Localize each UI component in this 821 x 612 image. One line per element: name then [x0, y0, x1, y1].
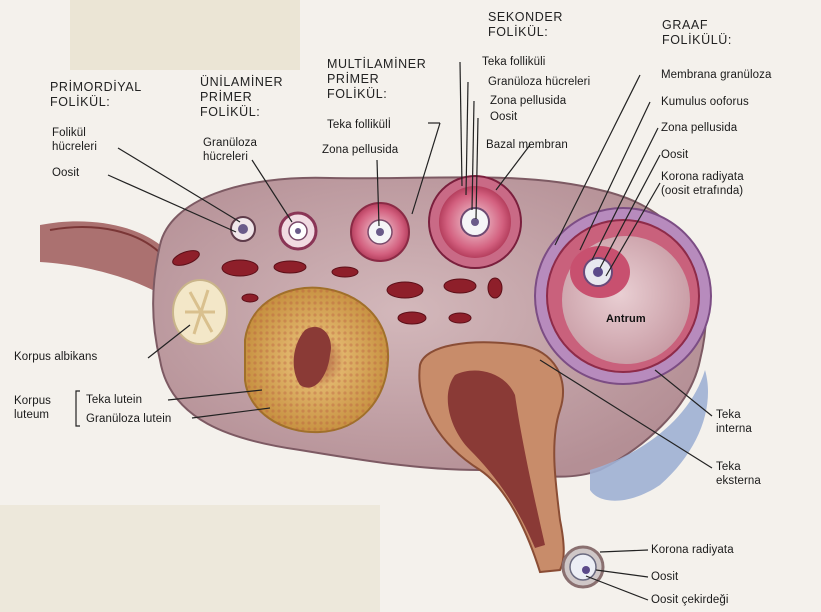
- label-granulosa-lutein: Granüloza lutein: [86, 412, 171, 426]
- label-membrana-granulosa: Membrana granüloza: [661, 68, 771, 82]
- label-oocyte-nucleus: Oosit çekirdeği: [651, 593, 729, 607]
- label-zona-pellucida-multilaminar: Zona pellusida: [322, 143, 398, 157]
- label-granulosa-cells-secondary: Granüloza hücreleri: [488, 75, 590, 89]
- label-corpus-albicans: Korpus albikans: [14, 350, 97, 364]
- label-theca-lutein: Teka lutein: [86, 393, 142, 407]
- label-follicle-cells: Folikül hücreleri: [52, 126, 97, 154]
- label-zona-pellucida-graafian: Zona pellusida: [661, 121, 737, 135]
- label-basal-membrane: Bazal membran: [486, 138, 568, 152]
- label-corona-radiata-graafian: Korona radiyata (oosit etrafında): [661, 170, 744, 198]
- heading-unilaminar-primary-follicle: ÜNİLAMİNER PRİMER FOLİKÜL:: [200, 75, 283, 120]
- label-antrum: Antrum: [606, 312, 646, 326]
- label-granulosa-cells: Granüloza hücreleri: [203, 136, 257, 164]
- label-theca-externa: Teka eksterna: [716, 460, 761, 488]
- label-theca-interna: Teka interna: [716, 408, 752, 436]
- heading-secondary-follicle: SEKONDER FOLİKÜL:: [488, 10, 563, 40]
- label-oocyte-ovulated: Oosit: [651, 570, 678, 584]
- label-zona-pellucida-secondary: Zona pellusida: [490, 94, 566, 108]
- label-theca-folliculi-secondary: Teka folliküli: [482, 55, 545, 69]
- heading-primordial-follicle: PRİMORDİYAL FOLİKÜL:: [50, 80, 142, 110]
- heading-multilaminar-primary-follicle: MULTİLAMİNER PRİMER FOLİKÜL:: [327, 57, 426, 102]
- label-oocyte-secondary: Oosit: [490, 110, 517, 124]
- label-theca-folliculi-multilaminar: Teka follikülİ: [327, 118, 391, 132]
- label-oocyte-graafian: Oosit: [661, 148, 688, 162]
- label-corpus-luteum: Korpus luteum: [14, 394, 51, 422]
- label-oocyte-primordial: Oosit: [52, 166, 79, 180]
- label-cumulus-oophorus: Kumulus ooforus: [661, 95, 749, 109]
- heading-graafian-follicle: GRAAF FOLİKÜLÜ:: [662, 18, 732, 48]
- label-corona-radiata-ovulated: Korona radiyata: [651, 543, 734, 557]
